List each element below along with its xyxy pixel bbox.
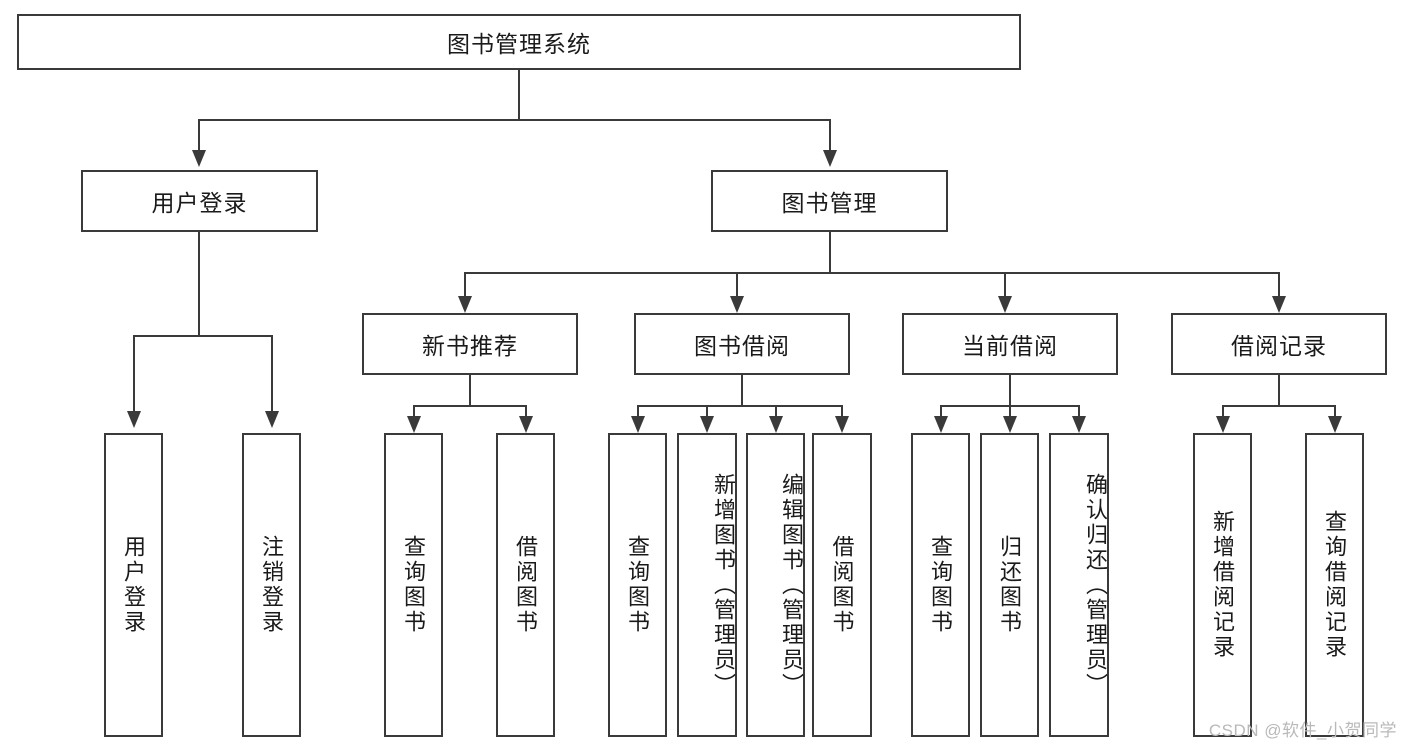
connector-drop-user-login [198, 119, 200, 152]
arrow-to-query-book-1 [407, 416, 421, 433]
node-label: 注销登录 [259, 535, 285, 635]
connector-user-login-bus [133, 335, 273, 337]
connector-drop-book-borrow [736, 272, 738, 298]
node-label: 用户登录 [121, 535, 147, 635]
node-book-manage[interactable]: 图书管理 [711, 170, 948, 232]
connector-level3-bus [464, 272, 1280, 274]
node-label: 图书借阅 [694, 333, 790, 359]
node-label: 查询借阅记录 [1322, 510, 1348, 660]
connector-current-borrow-stem [1009, 375, 1011, 405]
connector-drop-return-book [1009, 405, 1011, 418]
node-root-book-management-system[interactable]: 图书管理系统 [17, 14, 1021, 70]
connector-book-borrow-stem [741, 375, 743, 405]
node-label: 新书推荐 [422, 333, 518, 359]
leaf-query-book-2[interactable]: 查询图书 [608, 433, 667, 737]
arrow-to-user-login [192, 150, 206, 167]
node-label: 查询图书 [401, 535, 427, 635]
arrow-to-borrow-book-2 [835, 416, 849, 433]
arrow-to-borrow-book-1 [519, 416, 533, 433]
arrow-to-query-book-2 [631, 416, 645, 433]
connector-drop-borrow-book-1 [525, 405, 527, 418]
connector-drop-current-borrow [1004, 272, 1006, 298]
arrow-to-leaf-user-login [127, 411, 141, 428]
connector-drop-query-book-3 [940, 405, 942, 418]
connector-drop-borrow-record [1278, 272, 1280, 298]
connector-drop-book-manage [829, 119, 831, 152]
node-current-borrow[interactable]: 当前借阅 [902, 313, 1118, 375]
leaf-logout-login[interactable]: 注销登录 [242, 433, 301, 737]
node-label: 归还图书 [997, 535, 1023, 635]
node-label: 编辑图书（管理员） [779, 472, 804, 698]
leaf-return-book[interactable]: 归还图书 [980, 433, 1039, 737]
node-label: 图书管理 [781, 190, 878, 216]
leaf-edit-book-admin[interactable]: 编辑图书（管理员） [746, 433, 805, 737]
node-label: 借阅图书 [513, 535, 539, 635]
arrow-to-current-borrow [998, 296, 1012, 313]
leaf-borrow-book-1[interactable]: 借阅图书 [496, 433, 555, 737]
arrow-to-edit-book-admin [769, 416, 783, 433]
connector-borrow-record-bus [1222, 405, 1336, 407]
leaf-user-login[interactable]: 用户登录 [104, 433, 163, 737]
node-label: 图书管理系统 [447, 31, 591, 57]
node-label: 新增图书（管理员） [711, 472, 736, 698]
connector-drop-leaf-user-login [133, 335, 135, 413]
leaf-borrow-book-2[interactable]: 借阅图书 [812, 433, 872, 737]
connector-root-stem [518, 70, 520, 119]
arrow-to-return-book [1003, 416, 1017, 433]
arrow-to-book-borrow [730, 296, 744, 313]
arrow-to-borrow-record [1272, 296, 1286, 313]
node-book-borrow[interactable]: 图书借阅 [634, 313, 850, 375]
connector-level1-bus [198, 119, 831, 121]
node-label: 借阅图书 [829, 535, 855, 635]
connector-drop-confirm-return-admin [1078, 405, 1080, 418]
node-label: 查询图书 [928, 535, 954, 635]
arrow-to-add-book-admin [700, 416, 714, 433]
node-new-book-recommend[interactable]: 新书推荐 [362, 313, 578, 375]
node-label: 借阅记录 [1231, 333, 1327, 359]
node-label: 用户登录 [151, 190, 248, 216]
node-label: 查询图书 [625, 535, 651, 635]
connector-drop-query-book-2 [637, 405, 639, 418]
leaf-add-book-admin[interactable]: 新增图书（管理员） [677, 433, 737, 737]
connector-new-book-recommend-bus [413, 405, 527, 407]
connector-drop-new-book-recommend [464, 272, 466, 298]
node-borrow-record[interactable]: 借阅记录 [1171, 313, 1387, 375]
arrow-to-query-borrow-record [1328, 416, 1342, 433]
node-label: 当前借阅 [962, 333, 1058, 359]
arrow-to-new-book-recommend [458, 296, 472, 313]
connector-drop-add-borrow-record [1222, 405, 1224, 418]
connector-drop-query-borrow-record [1334, 405, 1336, 418]
connector-drop-leaf-logout-login [271, 335, 273, 413]
arrow-to-query-book-3 [934, 416, 948, 433]
arrow-to-add-borrow-record [1216, 416, 1230, 433]
connector-drop-edit-book-admin [775, 405, 777, 418]
arrow-to-confirm-return-admin [1072, 416, 1086, 433]
leaf-query-book-3[interactable]: 查询图书 [911, 433, 970, 737]
node-label: 新增借阅记录 [1210, 510, 1236, 660]
leaf-query-book-1[interactable]: 查询图书 [384, 433, 443, 737]
connector-drop-add-book-admin [706, 405, 708, 418]
connector-borrow-record-stem [1278, 375, 1280, 405]
leaf-add-borrow-record[interactable]: 新增借阅记录 [1193, 433, 1252, 737]
connector-book-manage-stem [829, 232, 831, 272]
connector-drop-query-book-1 [413, 405, 415, 418]
node-user-login[interactable]: 用户登录 [81, 170, 318, 232]
leaf-query-borrow-record[interactable]: 查询借阅记录 [1305, 433, 1364, 737]
connector-drop-borrow-book-2 [841, 405, 843, 418]
leaf-confirm-return-admin[interactable]: 确认归还（管理员） [1049, 433, 1109, 737]
connector-user-login-stem [198, 232, 200, 335]
arrow-to-leaf-logout-login [265, 411, 279, 428]
connector-book-borrow-bus [637, 405, 842, 407]
arrow-to-book-manage [823, 150, 837, 167]
connector-new-book-recommend-stem [469, 375, 471, 405]
node-label: 确认归还（管理员） [1083, 472, 1108, 698]
